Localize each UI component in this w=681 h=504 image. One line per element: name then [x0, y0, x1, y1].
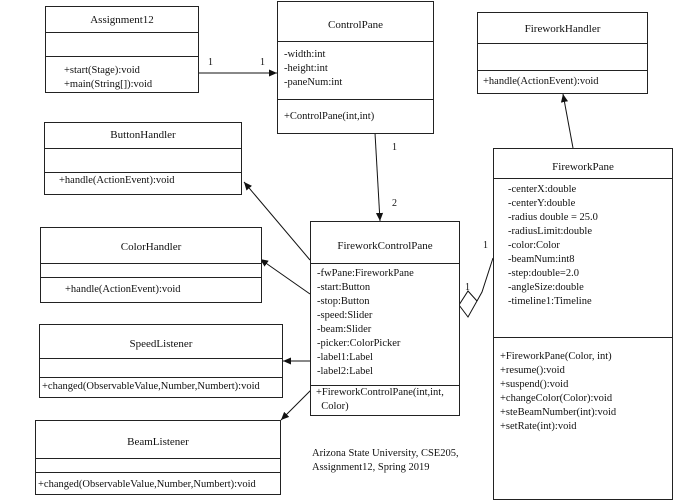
attributes-section: -fwPane:FireworkPane -start:Button -stop… — [311, 264, 459, 386]
method: +changeColor(Color):void — [500, 393, 613, 404]
class-name: FireworkHandler — [478, 13, 647, 44]
aggregation-diamond — [458, 290, 478, 318]
methods-section: +handle(ActionEvent):void — [478, 71, 647, 89]
attribute: -centerY:double — [508, 198, 576, 209]
class-name: Assignment12 — [46, 7, 198, 33]
method-continuation: Color) — [316, 401, 349, 412]
method: +suspend():void — [500, 379, 569, 390]
method: +FireworkPane(Color, int) — [500, 351, 612, 362]
class-name: ColorHandler — [41, 228, 261, 264]
attribute: -fwPane:FireworkPane — [317, 268, 414, 279]
class-beamlistener[interactable]: BeamListener +changed(ObservableValue,Nu… — [35, 420, 281, 495]
attribute: -height:int — [284, 63, 328, 74]
class-name: ButtonHandler — [45, 123, 241, 149]
attribute: -picker:ColorPicker — [317, 338, 401, 349]
attributes-section: -width:int -height:int -paneNum:int — [278, 42, 433, 100]
attribute: -radiusLimit:double — [508, 226, 592, 237]
attribute: -label2:Label — [317, 366, 373, 377]
attributes-section — [46, 33, 198, 57]
method: +main(String[]):void — [64, 79, 153, 90]
method: +handle(ActionEvent):void — [59, 175, 175, 186]
attribute: -start:Button — [317, 282, 371, 293]
methods-section: +FireworkControlPane(int,int, Color) — [311, 386, 459, 414]
attribute: -label1:Label — [317, 352, 373, 363]
multiplicity-label: 1 — [392, 142, 397, 153]
class-name: ControlPane — [278, 2, 433, 42]
class-buttonhandler[interactable]: ButtonHandler +handle(ActionEvent):void — [44, 122, 242, 195]
method: +handle(ActionEvent):void — [483, 76, 599, 87]
footer-note: Arizona State University, CSE205, Assign… — [312, 447, 459, 475]
attribute: -radius double = 25.0 — [508, 212, 598, 223]
method: +steBeamNumber(int):void — [500, 407, 617, 418]
methods-section: +FireworkPane(Color, int) +resume():void… — [494, 338, 672, 434]
attributes-section — [41, 264, 261, 278]
footer-note-line: Arizona State University, CSE205, — [312, 448, 459, 459]
methods-section: +handle(ActionEvent):void — [41, 278, 261, 297]
attribute: -paneNum:int — [284, 77, 343, 88]
class-fireworkcontrolpane[interactable]: FireworkControlPane -fwPane:FireworkPane… — [310, 221, 460, 416]
class-name: FireworkPane — [494, 149, 672, 179]
class-fireworkhandler[interactable]: FireworkHandler +handle(ActionEvent):voi… — [477, 12, 648, 94]
multiplicity-label: 1 — [465, 282, 470, 293]
method: +changed(ObservableValue,Number,Numbert)… — [38, 479, 256, 490]
class-name: FireworkControlPane — [311, 222, 459, 264]
attribute: -beamNum:int8 — [508, 254, 575, 265]
attributes-section: -centerX:double -centerY:double -radius … — [494, 179, 672, 338]
multiplicity-label: 2 — [392, 198, 397, 209]
assoc-controlpane-fireworkcontrolpane — [374, 132, 384, 222]
attribute: -centerX:double — [508, 184, 577, 195]
footer-note-line: Assignment12, Spring 2019 — [312, 462, 430, 473]
attributes-section — [40, 359, 282, 378]
attribute: -timeline1:Timeline — [508, 296, 592, 307]
multiplicity-label: 1 — [208, 57, 213, 68]
methods-section: +ControlPane(int,int) — [278, 100, 433, 124]
methods-section: +changed(ObservableValue,Number,Numbert)… — [40, 378, 282, 394]
class-fireworkpane[interactable]: FireworkPane -centerX:double -centerY:do… — [493, 148, 673, 500]
methods-section: +start(Stage):void +main(String[]):void — [46, 57, 198, 92]
attribute: -width:int — [284, 49, 326, 60]
class-colorhandler[interactable]: ColorHandler +handle(ActionEvent):void — [40, 227, 262, 303]
attribute: -speed:Slider — [317, 310, 373, 321]
attribute: -beam:Slider — [317, 324, 372, 335]
methods-section: +changed(ObservableValue,Number,Numbert)… — [36, 473, 280, 492]
method: +ControlPane(int,int) — [284, 111, 375, 122]
method: +FireworkControlPane(int,int, — [316, 387, 444, 398]
assoc-fireworkpane-fireworkhandler — [560, 93, 574, 149]
attribute: -stop:Button — [317, 296, 370, 307]
multiplicity-label: 1 — [483, 240, 488, 251]
attributes-section — [45, 149, 241, 173]
class-name: SpeedListener — [40, 325, 282, 359]
methods-section: +handle(ActionEvent):void — [45, 173, 241, 188]
attributes-section — [36, 459, 280, 473]
attributes-section — [478, 44, 647, 71]
attribute: -color:Color — [508, 240, 560, 251]
method: +resume():void — [500, 365, 565, 376]
method: +start(Stage):void — [64, 65, 140, 76]
attribute: -step:double=2.0 — [508, 268, 579, 279]
assoc-fcp-colorhandler — [259, 258, 311, 295]
attribute: -angleSize:double — [508, 282, 584, 293]
method: +changed(ObservableValue,Number,Numbert)… — [42, 381, 260, 392]
method: +handle(ActionEvent):void — [65, 284, 181, 295]
class-controlpane[interactable]: ControlPane -width:int -height:int -pane… — [277, 1, 434, 134]
method: +setRate(int):void — [500, 421, 577, 432]
class-name: BeamListener — [36, 421, 280, 459]
class-assignment12[interactable]: Assignment12 +start(Stage):void +main(St… — [45, 6, 199, 93]
aggregation-fcp-fireworkpane — [476, 257, 494, 302]
assoc-fcp-beamlistener — [280, 388, 313, 421]
multiplicity-label: 1 — [260, 57, 265, 68]
class-speedlistener[interactable]: SpeedListener +changed(ObservableValue,N… — [39, 324, 283, 398]
assoc-fcp-buttonhandler — [243, 181, 311, 261]
